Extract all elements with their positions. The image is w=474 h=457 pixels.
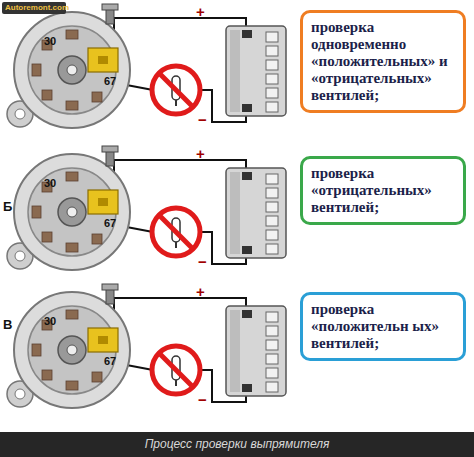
terminal-number: 30: [44, 316, 56, 327]
caption: Процесс проверки выпрямителя: [0, 432, 474, 457]
polarity-sign: +: [196, 4, 205, 19]
terminal-number: 67: [104, 76, 116, 87]
check-box: проверка «положительн ых» вентилей;: [300, 292, 466, 361]
row-letter: В: [3, 318, 12, 331]
polarity-sign: −: [198, 112, 207, 127]
watermark: Autoremont.com: [5, 4, 69, 12]
check-text: проверка одновременно «положительных» и …: [311, 19, 455, 104]
polarity-sign: −: [198, 254, 207, 269]
check-text: проверка «положительн ых» вентилей;: [311, 301, 455, 352]
check-box: проверка одновременно «положительных» и …: [300, 10, 466, 113]
polarity-sign: −: [198, 392, 207, 407]
check-box: проверка «отрицательных» вентилей;: [300, 156, 466, 225]
check-text: проверка «отрицательных» вентилей;: [311, 165, 455, 216]
polarity-sign: +: [196, 284, 205, 299]
terminal-number: 30: [44, 36, 56, 47]
terminal-number: 30: [44, 178, 56, 189]
polarity-sign: +: [196, 146, 205, 161]
terminal-number: 67: [104, 218, 116, 229]
row-letter: Б: [3, 200, 12, 213]
terminal-number: 67: [104, 356, 116, 367]
